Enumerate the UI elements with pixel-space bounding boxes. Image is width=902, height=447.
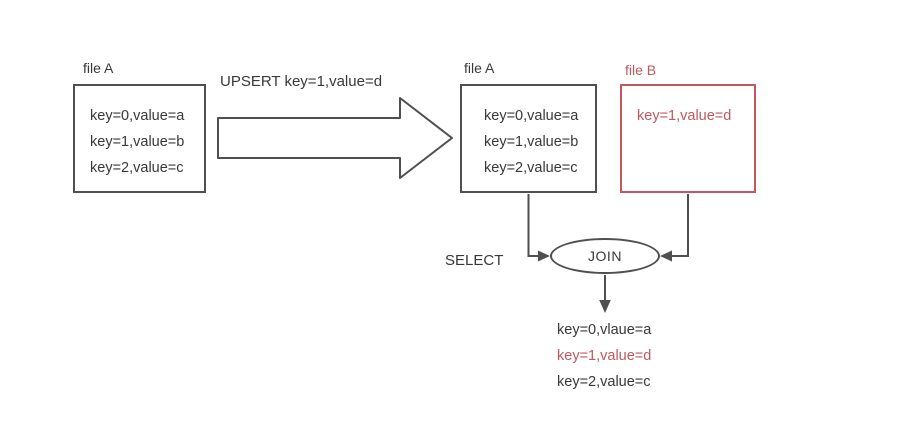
- record-row: key=0,value=a: [90, 108, 185, 124]
- record-row: key=1,value=b: [484, 134, 579, 150]
- connector-file-a-to-join: [527, 194, 539, 257]
- upsert-block-arrow: [217, 97, 453, 179]
- record-row: key=2,value=c: [484, 160, 578, 176]
- arrowhead-file-a-to-join: [538, 250, 550, 262]
- file-a-right-label: file A: [464, 60, 495, 76]
- record-row: key=1,value=d: [637, 108, 732, 124]
- connector-file-b-to-join: [671, 194, 689, 257]
- arrowhead-join-output: [599, 300, 611, 313]
- upsert-arrow-label: UPSERT key=1,value=d: [220, 73, 383, 90]
- file-b-box: key=1,value=d: [620, 84, 756, 193]
- file-a-right-box: key=0,value=a key=1,value=b key=2,value=…: [460, 84, 597, 193]
- file-b-label: file B: [625, 62, 657, 78]
- file-a-left-label: file A: [83, 60, 114, 76]
- select-label: SELECT: [445, 252, 504, 269]
- result-row: key=1,value=d: [557, 348, 652, 364]
- record-row: key=1,value=b: [90, 134, 185, 150]
- result-row: key=2,value=c: [557, 374, 651, 390]
- arrowhead-file-b-to-join: [660, 250, 672, 262]
- result-list: key=0,vlaue=a key=1,value=d key=2,value=…: [557, 317, 651, 395]
- result-row: key=0,vlaue=a: [557, 322, 652, 338]
- record-row: key=2,value=c: [90, 160, 184, 176]
- join-label: JOIN: [588, 248, 622, 264]
- join-ellipse: JOIN: [550, 238, 660, 274]
- file-a-left-box: key=0,value=a key=1,value=b key=2,value=…: [73, 84, 206, 193]
- record-row: key=0,value=a: [484, 108, 579, 124]
